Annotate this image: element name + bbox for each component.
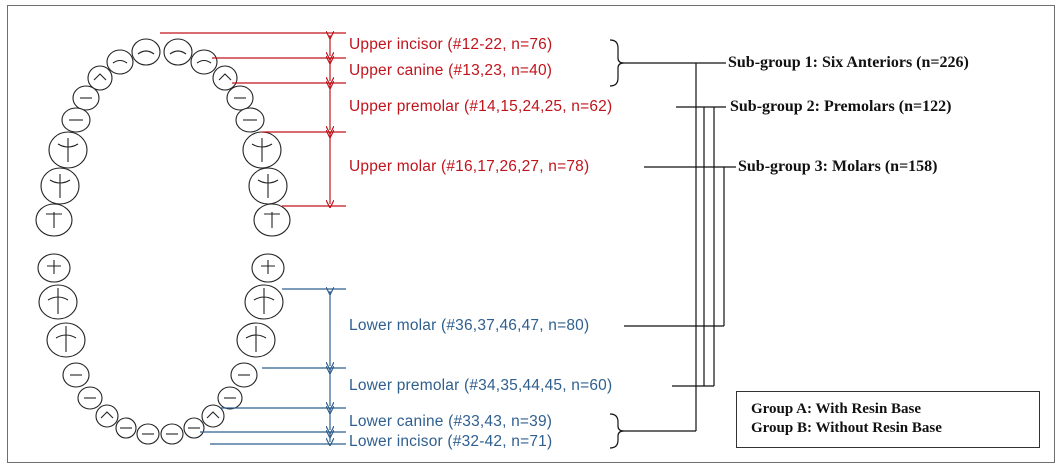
label-lower-canine: Lower canine (#33,43, n=39) bbox=[349, 413, 552, 431]
label-upper-premolar: Upper premolar (#14,15,24,25, n=62) bbox=[349, 98, 612, 116]
tooth-icon bbox=[218, 387, 242, 409]
tooth-icon bbox=[236, 108, 264, 132]
subgroup-1-label: Sub-group 1: Six Anteriors (n=226) bbox=[728, 54, 969, 72]
tooth-icon bbox=[245, 285, 283, 319]
tooth-icon bbox=[237, 323, 275, 357]
tooth-icon bbox=[227, 86, 253, 110]
tooth-icon bbox=[88, 66, 112, 90]
tooth-icon bbox=[254, 204, 290, 236]
tooth-icon bbox=[164, 39, 192, 65]
tooth-icon bbox=[41, 168, 79, 204]
label-upper-incisor: Upper incisor (#12-22, n=76) bbox=[349, 36, 552, 54]
tooth-icon bbox=[47, 323, 85, 357]
tooth-icon bbox=[191, 50, 217, 74]
subgroup-3-label: Sub-group 3: Molars (n=158) bbox=[738, 158, 938, 176]
tooth-icon bbox=[249, 168, 287, 204]
tooth-icon bbox=[62, 108, 90, 132]
upper-dental-arch bbox=[36, 39, 290, 236]
label-lower-molar: Lower molar (#36,37,46,47, n=80) bbox=[349, 317, 589, 335]
tooth-icon bbox=[132, 39, 160, 65]
tooth-icon bbox=[36, 204, 72, 236]
tooth-icon bbox=[38, 254, 70, 282]
tooth-icon bbox=[107, 50, 133, 74]
label-upper-molar: Upper molar (#16,17,26,27, n=78) bbox=[349, 158, 589, 176]
subgroup-connectors bbox=[624, 63, 736, 431]
tooth-icon bbox=[73, 86, 99, 110]
tooth-icon bbox=[96, 405, 118, 427]
tooth-icon bbox=[116, 418, 136, 438]
legend-group-a: Group A: With Resin Base bbox=[751, 400, 921, 418]
tooth-icon bbox=[184, 418, 204, 438]
tooth-icon bbox=[63, 363, 89, 387]
tooth-icon bbox=[213, 66, 237, 90]
label-lower-incisor: Lower incisor (#32-42, n=71) bbox=[349, 433, 552, 451]
tooth-icon bbox=[231, 363, 257, 387]
tooth-icon bbox=[39, 285, 77, 319]
group-legend: Group A: With Resin Base Group B: Withou… bbox=[736, 391, 1040, 448]
tooth-icon bbox=[252, 254, 284, 282]
tooth-icon bbox=[137, 424, 159, 444]
legend-group-b: Group B: Without Resin Base bbox=[751, 419, 942, 437]
label-lower-premolar: Lower premolar (#34,35,44,45, n=60) bbox=[349, 377, 612, 395]
lower-dental-arch bbox=[38, 254, 284, 444]
label-upper-canine: Upper canine (#13,23, n=40) bbox=[349, 62, 552, 80]
subgroup-2-label: Sub-group 2: Premolars (n=122) bbox=[730, 98, 951, 116]
tooth-icon bbox=[49, 132, 87, 168]
tooth-icon bbox=[243, 132, 281, 168]
tooth-icon bbox=[78, 387, 102, 409]
tooth-icon bbox=[161, 424, 183, 444]
